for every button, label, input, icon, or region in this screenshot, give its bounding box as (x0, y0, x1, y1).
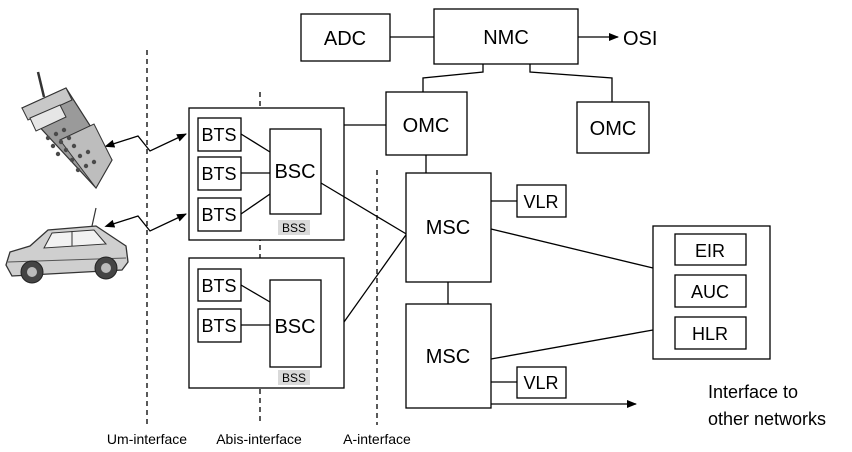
vlr-label-1: VLR (523, 192, 558, 212)
bts-label-1: BTS (201, 125, 236, 145)
bts-label-5: BTS (201, 316, 236, 336)
bts-label-3: BTS (201, 205, 236, 225)
nmc-omc-right-link (530, 64, 612, 102)
bts-label-4: BTS (201, 276, 236, 296)
abis-interface-label: Abis-interface (216, 431, 302, 447)
nmc-label: NMC (483, 27, 529, 49)
a-interface-label: A-interface (343, 431, 411, 447)
bsc2-msc1-link (344, 232, 408, 322)
mobile-phone-icon (22, 72, 112, 188)
msc-label-1: MSC (426, 217, 470, 239)
bss-label-2: BSS (282, 371, 306, 385)
msc1-registers-link (491, 229, 653, 268)
other-networks-line-2: other networks (708, 409, 826, 429)
eir-label: EIR (695, 241, 725, 261)
nmc-omc-left-link (423, 64, 483, 92)
bss-label-1: BSS (282, 221, 306, 235)
bsc-label-1: BSC (274, 161, 315, 183)
osi-label: OSI (623, 28, 657, 50)
bts-label-2: BTS (201, 164, 236, 184)
other-networks-line-1: Interface to (708, 382, 798, 402)
car-radio-link (113, 214, 186, 231)
msc2-registers-link (491, 330, 653, 359)
vlr-label-2: VLR (523, 373, 558, 393)
omc-label-2: OMC (590, 118, 637, 140)
omc-label-1: OMC (403, 115, 450, 137)
auc-label: AUC (691, 282, 729, 302)
phone-radio-link (113, 134, 186, 151)
adc-label: ADC (324, 28, 366, 50)
car-icon (6, 208, 128, 283)
hlr-label: HLR (692, 324, 728, 344)
msc-label-2: MSC (426, 346, 470, 368)
um-interface-label: Um-interface (107, 431, 187, 447)
bsc-label-2: BSC (274, 316, 315, 338)
